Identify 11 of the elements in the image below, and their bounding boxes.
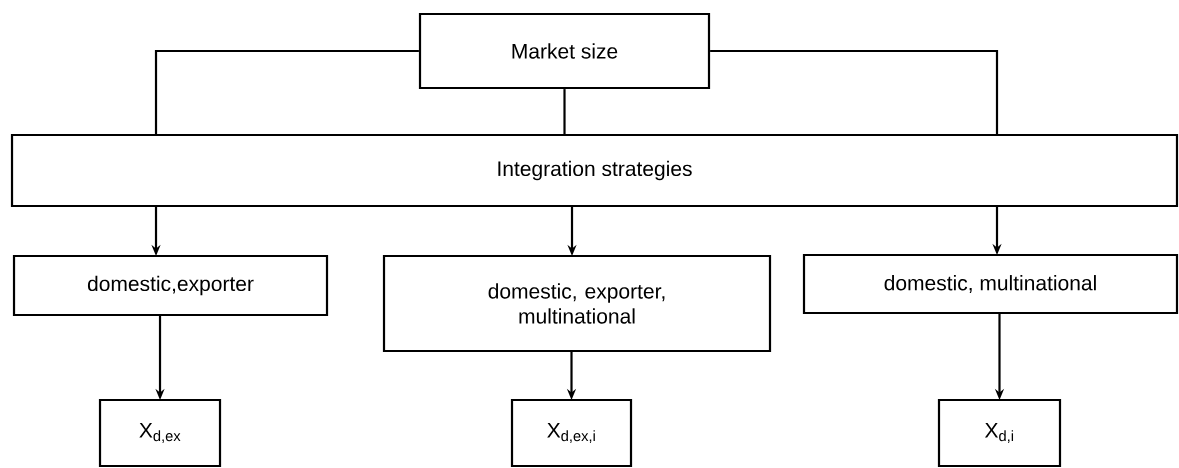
process-box: X$_{d,ex,i}$ <box>510 398 633 468</box>
process-box: Market size <box>418 12 711 90</box>
process-box: X$_{d,i}$ <box>937 398 1062 468</box>
process-box: domestic, exporter, multinational <box>382 254 772 353</box>
connector-line <box>563 89 566 135</box>
connector-line <box>710 49 999 135</box>
process-box: X$_{d,ex}$ <box>98 398 222 468</box>
process-box: Integration strategies <box>10 133 1179 208</box>
connector-line <box>154 49 419 135</box>
process-box: domestic,exporter <box>12 254 329 317</box>
process-box: domestic, multinational <box>802 253 1179 315</box>
